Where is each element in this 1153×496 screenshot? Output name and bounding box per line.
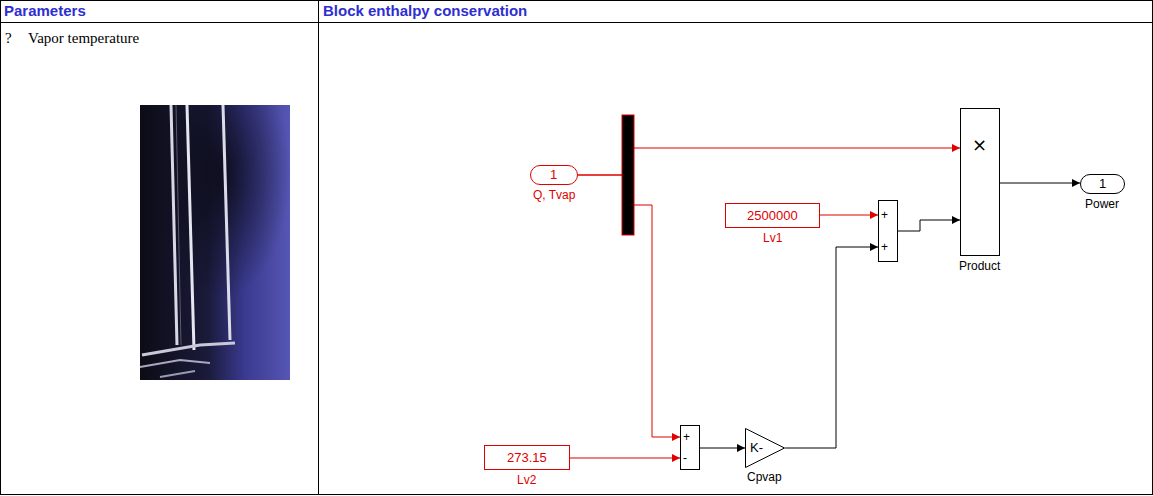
signal-line [700, 444, 745, 452]
column-header: Parameters [4, 2, 86, 19]
arrow-head [672, 433, 680, 441]
block-value: 1 [550, 167, 557, 183]
sign-mark: + [881, 208, 888, 222]
outport-block: 1Power [1080, 174, 1125, 194]
block-name: Lv1 [763, 231, 782, 245]
line-path [898, 220, 960, 231]
block-value: 273.15 [507, 450, 547, 466]
block-name: Cpvap [747, 470, 782, 484]
block-name: Lv2 [517, 473, 536, 487]
sign-mark: - [683, 451, 687, 465]
operator-sign: × [972, 135, 987, 155]
line-path [570, 458, 680, 459]
line-path [820, 215, 878, 216]
bullet-mark: ? [5, 30, 12, 47]
block-name: Product [959, 259, 1000, 273]
parameter-name: Vapor temperature [28, 30, 139, 47]
arrow-head [737, 444, 745, 452]
block-value: 2500000 [747, 208, 798, 224]
line-path [785, 247, 878, 448]
block-name: Power [1085, 197, 1119, 211]
column-header: Block enthalpy conservation [323, 2, 527, 19]
block-value: K- [750, 440, 763, 456]
signal-line [898, 216, 960, 231]
sign-mark: + [881, 240, 888, 254]
arrow-head [672, 454, 680, 462]
signal-line [785, 243, 878, 448]
arrow-head [870, 211, 878, 219]
line-path [1000, 183, 1080, 184]
product-block: ×Product [960, 108, 1000, 256]
signal-line [1000, 179, 1080, 187]
constant-block: 273.15Lv2 [484, 445, 570, 470]
gain-outline [746, 429, 785, 468]
block-name: Q, Tvap [533, 188, 575, 202]
arrow-head [952, 144, 960, 152]
signal-line [578, 144, 960, 175]
arrow-head [952, 216, 960, 224]
arrow-head [1072, 179, 1080, 187]
demux-bar [622, 115, 634, 235]
arrow-head [870, 243, 878, 251]
block-value: 1 [1099, 176, 1106, 192]
gain-block: K-Cpvap [745, 428, 785, 468]
signal-line [820, 211, 878, 219]
sign-mark: + [683, 430, 690, 444]
constant-block: 2500000Lv1 [725, 203, 820, 228]
inport-block: 1Q, Tvap [530, 165, 578, 185]
sum-block: +- [680, 425, 700, 470]
signal-line [570, 454, 680, 462]
sum-block: ++ [878, 200, 898, 262]
line-path [578, 148, 960, 175]
thermocouple-photo [140, 105, 290, 380]
